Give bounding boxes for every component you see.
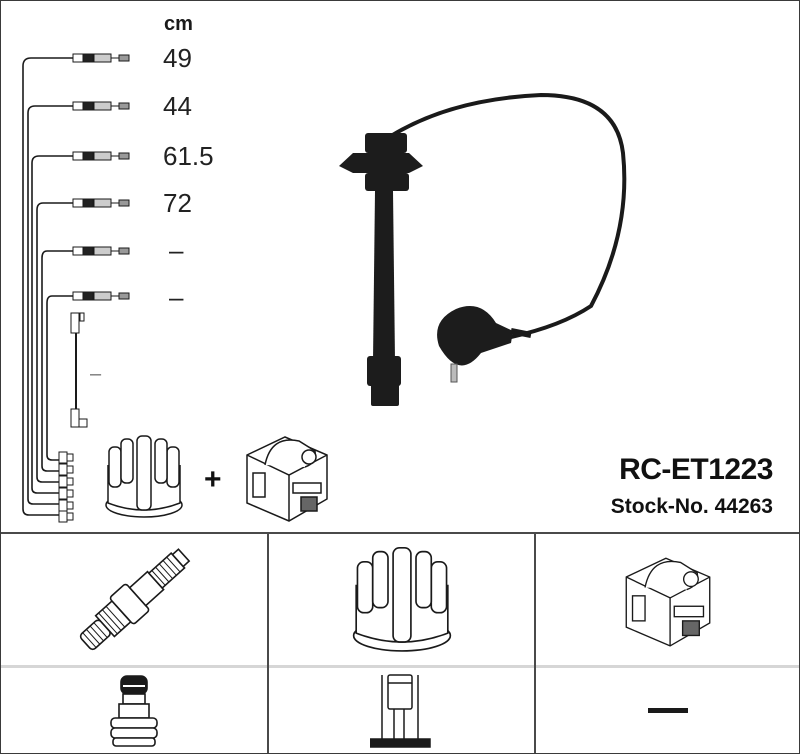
top-figure: cm 49 44 61.5 72 – – – + [1, 1, 799, 532]
stock-number: Stock-No. 44263 [610, 495, 773, 518]
distributor-connector-icon [369, 673, 431, 748]
plus-sign: + [204, 463, 222, 496]
cell-ignition-coil-connector: – [536, 668, 799, 753]
no-component-dash [647, 708, 688, 713]
cell-distributor-cap-connector [269, 668, 534, 753]
lead-length-4: 72 [163, 188, 192, 218]
lead-length-5: – [169, 235, 184, 265]
cell-spark-plug-connector [1, 668, 267, 753]
length-unit-label: cm [164, 13, 193, 35]
section-divider [1, 532, 799, 534]
lead-set-schematic-icon [22, 53, 130, 523]
lead-length-2: 44 [163, 91, 192, 121]
cell-ignition-coil [536, 534, 799, 665]
column-divider-2 [534, 532, 536, 753]
cell-spark-plug [1, 534, 267, 665]
spark-plug-connector-icon [110, 674, 158, 747]
product-title: RC-ET1223 [619, 453, 773, 486]
ignition-coil-icon [246, 436, 328, 522]
spark-plug-icon [79, 547, 191, 650]
row-divider [1, 665, 799, 668]
lead-length-1: 49 [163, 43, 192, 73]
lead-length-6: – [169, 282, 184, 312]
lead-length-3: 61.5 [163, 141, 214, 171]
distributor-cap-icon [105, 435, 183, 518]
column-divider-1 [267, 532, 269, 753]
ignition-coil-icon [625, 557, 710, 647]
ignition-cable-photo-icon [339, 92, 627, 406]
distributor-cap-icon [352, 546, 451, 652]
coil-lead-length: – [90, 363, 102, 385]
cell-distributor-cap [269, 534, 534, 665]
